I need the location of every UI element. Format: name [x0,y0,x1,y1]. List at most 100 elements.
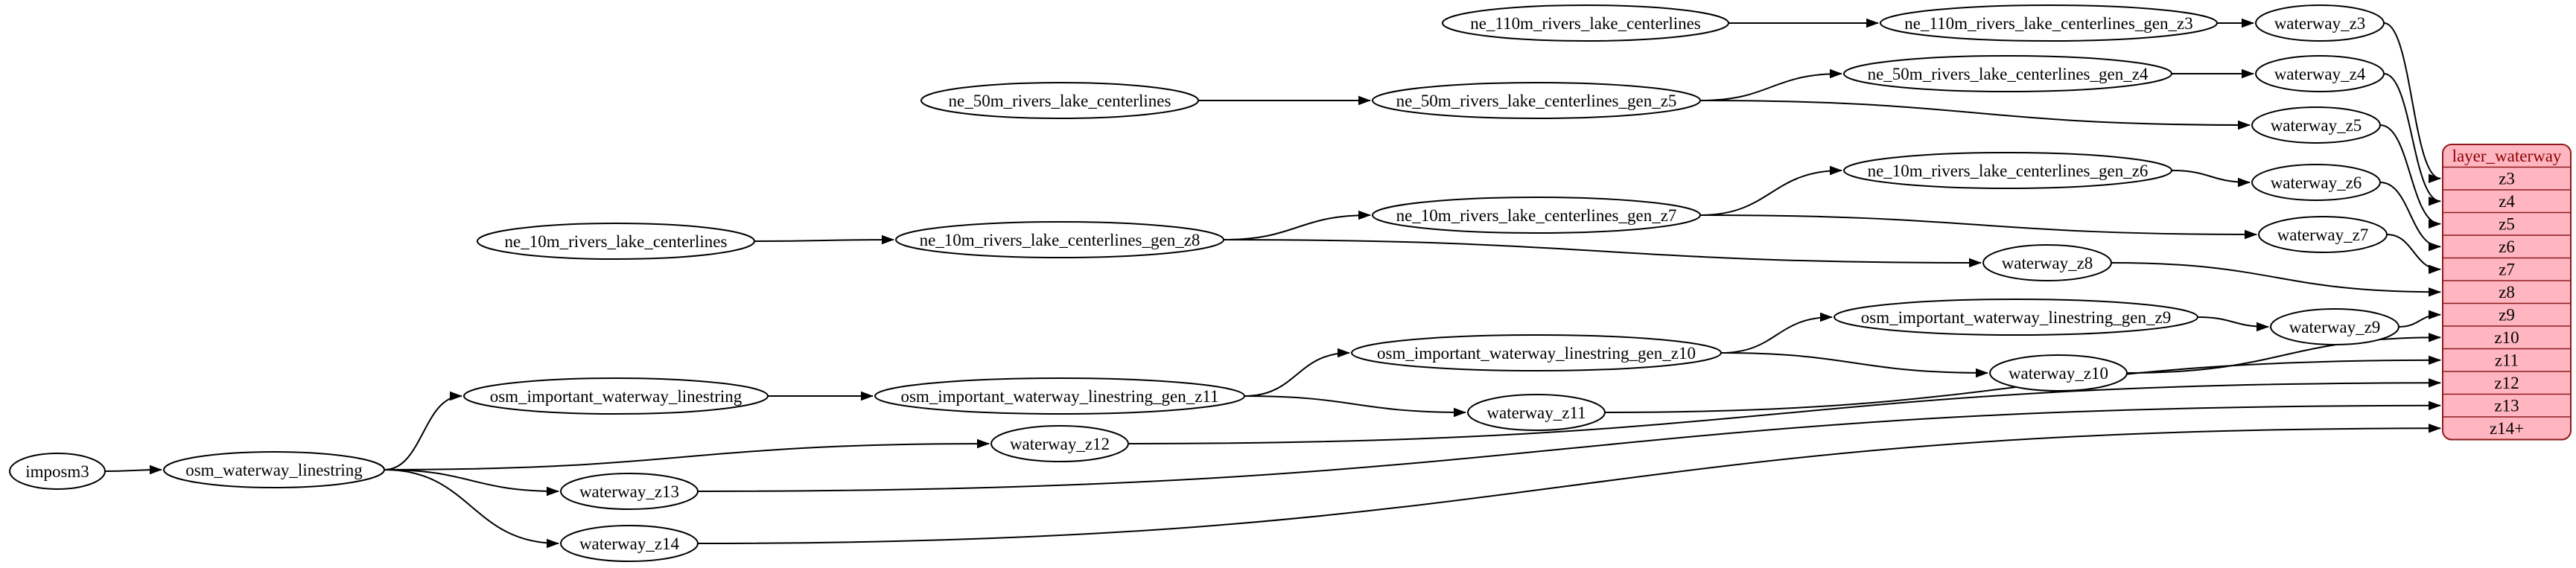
table-row-z5: z5 [2499,215,2515,234]
node-ne_10m_rivers_lake_centerlines_gen_z6: ne_10m_rivers_lake_centerlines_gen_z6 [1843,152,2172,189]
edge-waterway_z7-to-layer_waterway-z7 [2386,234,2441,274]
table-row-z13: z13 [2494,397,2519,415]
table-row-z11: z11 [2495,351,2519,370]
node-label-imposm3: imposm3 [25,462,89,481]
table-row-z14+: z14+ [2490,419,2524,438]
node-label-ne_10m_rivers_lake_centerlines_gen_z6: ne_10m_rivers_lake_centerlines_gen_z6 [1868,162,2149,180]
edge-osm_waterway_linestring-to-osm_important_waterway_linestring [384,391,462,470]
edge-waterway_z13-to-layer_waterway-z13 [697,401,2441,492]
edge-waterway_z9-to-layer_waterway-z9 [2398,310,2441,328]
node-waterway_z14: waterway_z14 [560,525,699,562]
node-ellipse-waterway_z3 [2255,4,2385,42]
node-ne_50m_rivers_lake_centerlines_gen_z5: ne_50m_rivers_lake_centerlines_gen_z5 [1372,82,1701,119]
edge-waterway_z14-to-layer_waterway-z14+ [697,424,2441,544]
node-waterway_z13: waterway_z13 [560,473,699,510]
node-ellipse-imposm3 [9,453,106,490]
node-ellipse-osm_important_waterway_linestring_gen_z11 [874,377,1245,415]
node-label-ne_50m_rivers_lake_centerlines_gen_z5: ne_50m_rivers_lake_centerlines_gen_z5 [1396,92,1677,110]
node-waterway_z8: waterway_z8 [1982,244,2112,281]
edge-ne_50m_rivers_lake_centerlines_gen_z5-to-ne_50m_rivers_lake_centerlines_gen_z4 [1699,68,1842,101]
node-ellipse-ne_110m_rivers_lake_centerlines_gen_z3 [1880,4,2218,42]
node-waterway_z6: waterway_z6 [2251,164,2381,201]
node-waterway_z5: waterway_z5 [2251,106,2381,144]
edge-ne_10m_rivers_lake_centerlines_gen_z8-to-ne_10m_rivers_lake_centerlines_gen_z7 [1223,210,1371,240]
node-ellipse-waterway_z5 [2251,106,2381,144]
node-label-waterway_z7: waterway_z7 [2277,226,2369,244]
node-ellipse-ne_10m_rivers_lake_centerlines_gen_z7 [1372,197,1701,234]
node-waterway_z4: waterway_z4 [2255,55,2385,92]
node-osm_important_waterway_linestring_gen_z9: osm_important_waterway_linestring_gen_z9 [1834,299,2198,336]
edge-waterway_z6-to-layer_waterway-z6 [2379,182,2441,252]
edge-ne_10m_rivers_lake_centerlines_gen_z7-to-waterway_z7 [1699,214,2257,240]
node-ne_10m_rivers_lake_centerlines_gen_z7: ne_10m_rivers_lake_centerlines_gen_z7 [1372,197,1701,234]
node-ellipse-ne_50m_rivers_lake_centerlines [920,82,1199,119]
node-osm_important_waterway_linestring: osm_important_waterway_linestring [463,377,769,415]
node-label-waterway_z10: waterway_z10 [2009,364,2108,383]
edges [104,18,2441,549]
node-ellipse-ne_10m_rivers_lake_centerlines_gen_z8 [895,221,1224,258]
table-row-z3: z3 [2499,170,2515,188]
node-label-waterway_z6: waterway_z6 [2271,173,2362,192]
node-ellipse-waterway_z6 [2251,164,2381,201]
node-osm_waterway_linestring: osm_waterway_linestring [163,451,385,488]
node-waterway_z10: waterway_z10 [1989,354,2128,392]
node-ne_10m_rivers_lake_centerlines: ne_10m_rivers_lake_centerlines [477,223,755,260]
node-ellipse-ne_10m_rivers_lake_centerlines_gen_z6 [1843,152,2172,189]
node-waterway_z7: waterway_z7 [2258,216,2388,253]
edge-osm_important_waterway_linestring_gen_z11-to-osm_important_waterway_linestring_gen_z10 [1244,348,1350,397]
edge-waterway_z5-to-layer_waterway-z5 [2379,124,2441,229]
edge-waterway_z8-to-layer_waterway-z8 [2111,262,2441,297]
edge-osm_important_waterway_linestring_gen_z10-to-waterway_z10 [1720,352,1988,378]
node-waterway_z9: waterway_z9 [2270,308,2400,345]
node-label-osm_important_waterway_linestring_gen_z10: osm_important_waterway_linestring_gen_z1… [1377,344,1696,363]
edge-osm_important_waterway_linestring_gen_z9-to-waterway_z9 [2197,316,2269,332]
table-row-z10: z10 [2494,328,2519,347]
node-label-waterway_z8: waterway_z8 [2002,254,2093,272]
node-ellipse-waterway_z8 [1982,244,2112,281]
edge-osm_waterway_linestring-to-waterway_z14 [384,469,559,549]
node-label-ne_50m_rivers_lake_centerlines: ne_50m_rivers_lake_centerlines [949,92,1171,110]
node-label-osm_important_waterway_linestring_gen_z9: osm_important_waterway_linestring_gen_z9 [1861,308,2171,327]
edge-osm_important_waterway_linestring_gen_z10-to-osm_important_waterway_linestring_gen_z9 [1720,312,1833,354]
edge-ne_10m_rivers_lake_centerlines_gen_z7-to-ne_10m_rivers_lake_centerlines_gen_z6 [1699,165,1842,216]
node-label-ne_50m_rivers_lake_centerlines_gen_z4: ne_50m_rivers_lake_centerlines_gen_z4 [1868,65,2149,83]
node-label-ne_10m_rivers_lake_centerlines_gen_z8: ne_10m_rivers_lake_centerlines_gen_z8 [920,231,1200,249]
edge-osm_waterway_linestring-to-waterway_z13 [384,469,559,497]
node-label-ne_110m_rivers_lake_centerlines_gen_z3: ne_110m_rivers_lake_centerlines_gen_z3 [1904,14,2192,33]
edge-ne_10m_rivers_lake_centerlines_gen_z6-to-waterway_z6 [2171,170,2251,188]
node-ellipse-waterway_z9 [2270,308,2400,345]
node-waterway_z12: waterway_z12 [990,425,1129,462]
node-ellipse-waterway_z10 [1989,354,2128,392]
table-row-z9: z9 [2499,306,2515,325]
node-waterway_z3: waterway_z3 [2255,4,2385,42]
node-label-waterway_z12: waterway_z12 [1010,435,1110,453]
node-osm_important_waterway_linestring_gen_z10: osm_important_waterway_linestring_gen_z1… [1351,334,1722,371]
edge-ne_10m_rivers_lake_centerlines-to-ne_10m_rivers_lake_centerlines_gen_z8 [754,234,894,245]
node-label-waterway_z11: waterway_z11 [1486,403,1586,422]
table-row-z8: z8 [2499,283,2515,301]
node-ellipse-ne_10m_rivers_lake_centerlines [477,223,755,260]
table-title: layer_waterway [2452,147,2562,165]
node-ellipse-waterway_z7 [2258,216,2388,253]
node-ne_50m_rivers_lake_centerlines_gen_z4: ne_50m_rivers_lake_centerlines_gen_z4 [1843,55,2172,92]
node-ellipse-waterway_z14 [560,525,699,562]
node-ellipse-osm_waterway_linestring [163,451,385,488]
edge-ne_10m_rivers_lake_centerlines_gen_z8-to-waterway_z8 [1223,239,1982,268]
edge-waterway_z3-to-layer_waterway-z3 [2383,22,2441,183]
node-ne_110m_rivers_lake_centerlines_gen_z3: ne_110m_rivers_lake_centerlines_gen_z3 [1880,4,2218,42]
node-ellipse-waterway_z13 [560,473,699,510]
node-label-ne_110m_rivers_lake_centerlines: ne_110m_rivers_lake_centerlines [1470,14,1701,33]
edge-imposm3-to-osm_waterway_linestring [104,465,162,475]
node-ellipse-waterway_z11 [1467,394,1606,431]
node-label-ne_10m_rivers_lake_centerlines: ne_10m_rivers_lake_centerlines [505,232,728,251]
node-ellipse-ne_50m_rivers_lake_centerlines_gen_z4 [1843,55,2172,92]
node-osm_important_waterway_linestring_gen_z11: osm_important_waterway_linestring_gen_z1… [874,377,1245,415]
node-ne_110m_rivers_lake_centerlines: ne_110m_rivers_lake_centerlines [1442,4,1729,42]
node-label-osm_important_waterway_linestring_gen_z11: osm_important_waterway_linestring_gen_z1… [900,387,1218,406]
node-ellipse-ne_110m_rivers_lake_centerlines [1442,4,1729,42]
node-ellipse-waterway_z12 [990,425,1129,462]
edge-ne_50m_rivers_lake_centerlines_gen_z5-to-waterway_z5 [1699,100,2251,130]
table-row-z4: z4 [2499,192,2515,211]
edge-osm_waterway_linestring-to-waterway_z12 [384,438,990,470]
